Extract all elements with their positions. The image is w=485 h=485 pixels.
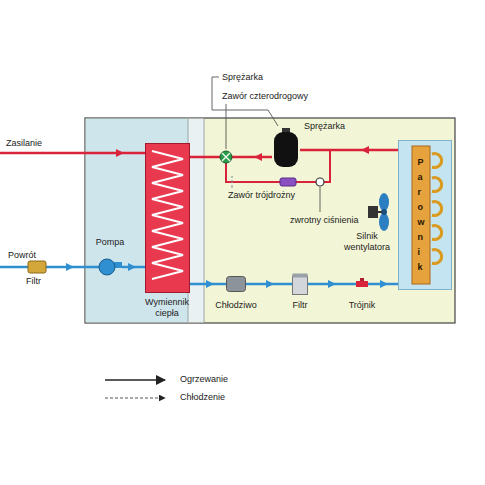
fan-blade xyxy=(379,193,389,211)
coolant-tank xyxy=(227,277,246,292)
part-label: Zasilanie xyxy=(6,138,42,149)
leader-line xyxy=(320,187,321,212)
evaporator-coil xyxy=(432,178,442,192)
leader-line xyxy=(226,104,227,149)
filter-cap xyxy=(293,274,308,278)
refrigerant-pipe xyxy=(324,150,330,182)
node-icon xyxy=(226,276,246,292)
check-valve xyxy=(316,178,324,186)
node-icon xyxy=(356,278,368,290)
evaporator-coil xyxy=(432,250,442,264)
component-label: Wymiennik ciepła xyxy=(138,297,196,319)
pump-body xyxy=(99,259,115,275)
flow-arrow xyxy=(380,280,388,288)
flow-arrow xyxy=(128,263,136,271)
vertical-label: Parownik xyxy=(417,155,424,275)
filter-node: Filtr xyxy=(292,273,308,295)
component-label: Filtr xyxy=(293,300,308,311)
filter-body xyxy=(293,276,308,295)
return-filter xyxy=(28,261,46,273)
evaporator-coil xyxy=(432,226,442,240)
legend-sample-dashed xyxy=(105,398,165,399)
exchanger-coil xyxy=(152,151,183,279)
compressor-body xyxy=(274,132,298,167)
part-label: zwrotny ciśnienia xyxy=(290,215,359,226)
three-way-valve xyxy=(280,178,296,186)
divider-strip xyxy=(188,119,204,323)
exchanger-node: Wymiennik ciepła xyxy=(145,143,190,293)
part-label: Filtr xyxy=(26,276,41,287)
cooling-flow-line xyxy=(232,176,233,188)
pipe-connector xyxy=(300,149,398,152)
flow-arrow xyxy=(328,280,336,288)
leader-line xyxy=(212,77,278,126)
flow-arrow xyxy=(66,263,74,271)
component-label: Sprężarka xyxy=(304,121,345,132)
legend-sample-solid xyxy=(105,379,165,381)
flow-arrow xyxy=(266,280,274,288)
return-pipe xyxy=(0,266,99,269)
tee-body xyxy=(356,281,368,287)
fan-motor xyxy=(368,206,378,218)
legend-text: Chłodzenie xyxy=(180,392,225,403)
flow-arrow xyxy=(116,149,124,157)
compressor-node: Sprężarka xyxy=(272,128,300,168)
coolant-node: Chłodziwo xyxy=(226,276,246,292)
evaporator-node: Parownik xyxy=(398,140,452,290)
supply-pipe xyxy=(0,152,146,155)
flow-arrow xyxy=(206,280,214,288)
evaporator-core xyxy=(412,146,430,284)
evaporator-coil xyxy=(432,202,442,216)
flow-arrow xyxy=(361,146,369,154)
fan-shaft xyxy=(378,211,382,213)
component-label: Pompa xyxy=(96,237,125,248)
legend-text: Ogrzewanie xyxy=(180,374,228,385)
evaporator-coil xyxy=(432,154,442,168)
fan-blade xyxy=(379,213,389,231)
part-label: Sprężarka xyxy=(222,72,263,83)
exchanger-body xyxy=(146,144,190,293)
refrigerant-pipe xyxy=(296,181,316,183)
component-label: Trójnik xyxy=(349,300,376,311)
housing xyxy=(85,118,455,323)
pump-node: Pompa xyxy=(98,258,122,276)
node-icon xyxy=(292,273,308,295)
part-label: Silnik wentylatora xyxy=(338,231,396,253)
tee-node: Trójnik xyxy=(356,278,368,290)
part-label: Powrót xyxy=(8,250,36,261)
node-icon xyxy=(272,128,300,168)
part-label: Zawór trójdrożny xyxy=(228,190,295,201)
refrigerant-pipe xyxy=(226,163,280,182)
node-icon xyxy=(98,258,122,276)
component-label: Chłodziwo xyxy=(215,300,257,311)
part-label: Zawór czterodrogowy xyxy=(222,91,308,102)
four-way-valve xyxy=(220,151,232,163)
divider-line xyxy=(204,119,205,322)
evaporator-panel xyxy=(399,141,452,290)
valve-cross xyxy=(222,153,230,161)
flow-arrow xyxy=(254,153,262,161)
node-icon xyxy=(145,143,190,293)
